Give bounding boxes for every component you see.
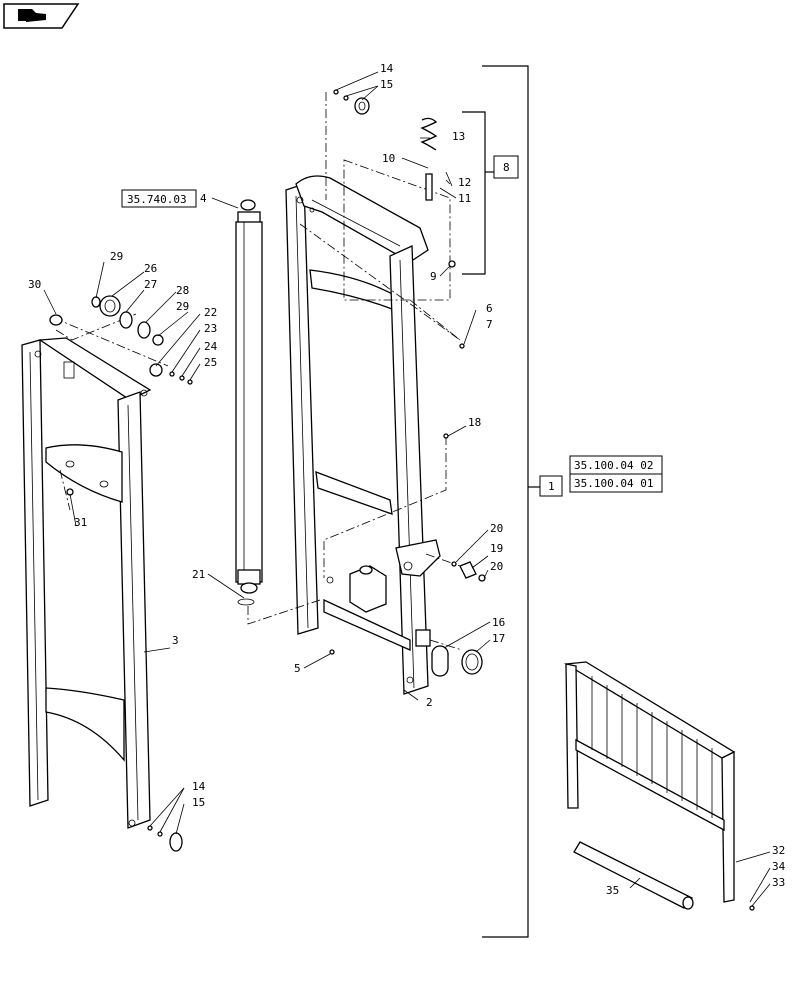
callout-27: 27 — [144, 278, 157, 291]
part-9 — [448, 260, 456, 268]
callout-19: 19 — [490, 542, 503, 555]
part-5 — [329, 649, 335, 655]
ref-label-1b: 35.100.04 01 — [574, 477, 653, 490]
callout-29-top: 29 — [110, 250, 123, 263]
outer-mast — [21, 337, 152, 829]
callout-7: 7 — [486, 318, 493, 331]
callout-17: 17 — [492, 632, 505, 645]
ref-box-4[interactable] — [121, 189, 197, 208]
load-backrest — [563, 661, 736, 903]
lift-cylinder — [235, 199, 263, 606]
part-26-30 — [49, 295, 164, 346]
callout-33: 33 — [772, 876, 785, 889]
part-10-pin — [425, 173, 433, 201]
ref-box-1b[interactable] — [569, 473, 663, 493]
callout-5: 5 — [294, 662, 301, 675]
leader-lines — [43, 71, 771, 907]
callout-15-bottom: 15 — [192, 796, 205, 809]
callout-30: 30 — [28, 278, 41, 291]
ref-label-1a: 35.100.04 02 — [574, 459, 653, 472]
callout-14-bottom: 14 — [192, 780, 206, 793]
callout-9: 9 — [430, 270, 437, 283]
callout-25: 25 — [204, 356, 217, 369]
callout-22: 22 — [204, 306, 217, 319]
part-22-25 — [149, 363, 193, 385]
callout-20-top: 20 — [490, 522, 503, 535]
ref-box-8[interactable] — [493, 155, 519, 179]
callout-29-bottom: 29 — [176, 300, 189, 313]
callout-32: 32 — [772, 844, 785, 857]
callout-14-top: 14 — [380, 62, 394, 75]
inner-mast — [285, 175, 441, 695]
callout-20-bottom: 20 — [490, 560, 503, 573]
callout-15-top: 15 — [380, 78, 393, 91]
part-12-clip — [445, 171, 453, 187]
callout-12: 12 — [458, 176, 471, 189]
callout-6: 6 — [486, 302, 493, 315]
ref-label-8: 8 — [503, 161, 510, 174]
part-14-15-bottom — [147, 825, 183, 852]
callout-3: 3 — [172, 634, 179, 647]
nav-back-button[interactable] — [3, 3, 80, 29]
callout-4: 4 — [200, 192, 207, 205]
callout-11: 11 — [458, 192, 471, 205]
callout-21: 21 — [192, 568, 205, 581]
part-16-17 — [431, 645, 483, 677]
callout-13: 13 — [452, 130, 465, 143]
part-19-20 — [451, 561, 486, 582]
ref-label-4: 35.740.03 — [127, 193, 187, 206]
part-35-bar — [573, 841, 694, 910]
callout-26: 26 — [144, 262, 157, 275]
callout-24: 24 — [204, 340, 218, 353]
callout-2: 2 — [426, 696, 433, 709]
ref-label-1: 1 — [548, 480, 555, 493]
assembly-bracket — [482, 65, 529, 938]
callout-31: 31 — [74, 516, 87, 529]
callout-34: 34 — [772, 860, 786, 873]
callout-23: 23 — [204, 322, 217, 335]
sub-bracket-8 — [462, 111, 486, 275]
callout-10: 10 — [382, 152, 395, 165]
part-13-spring — [420, 117, 438, 151]
part-18 — [443, 433, 449, 439]
callout-35: 35 — [606, 884, 619, 897]
part-14-15-top — [333, 89, 370, 115]
callout-18: 18 — [468, 416, 481, 429]
part-6-7 — [459, 343, 465, 349]
callout-28: 28 — [176, 284, 189, 297]
ref-box-1[interactable] — [539, 475, 563, 497]
part-33-34 — [749, 905, 755, 911]
callout-16: 16 — [492, 616, 505, 629]
arrow-back-icon — [18, 9, 46, 22]
